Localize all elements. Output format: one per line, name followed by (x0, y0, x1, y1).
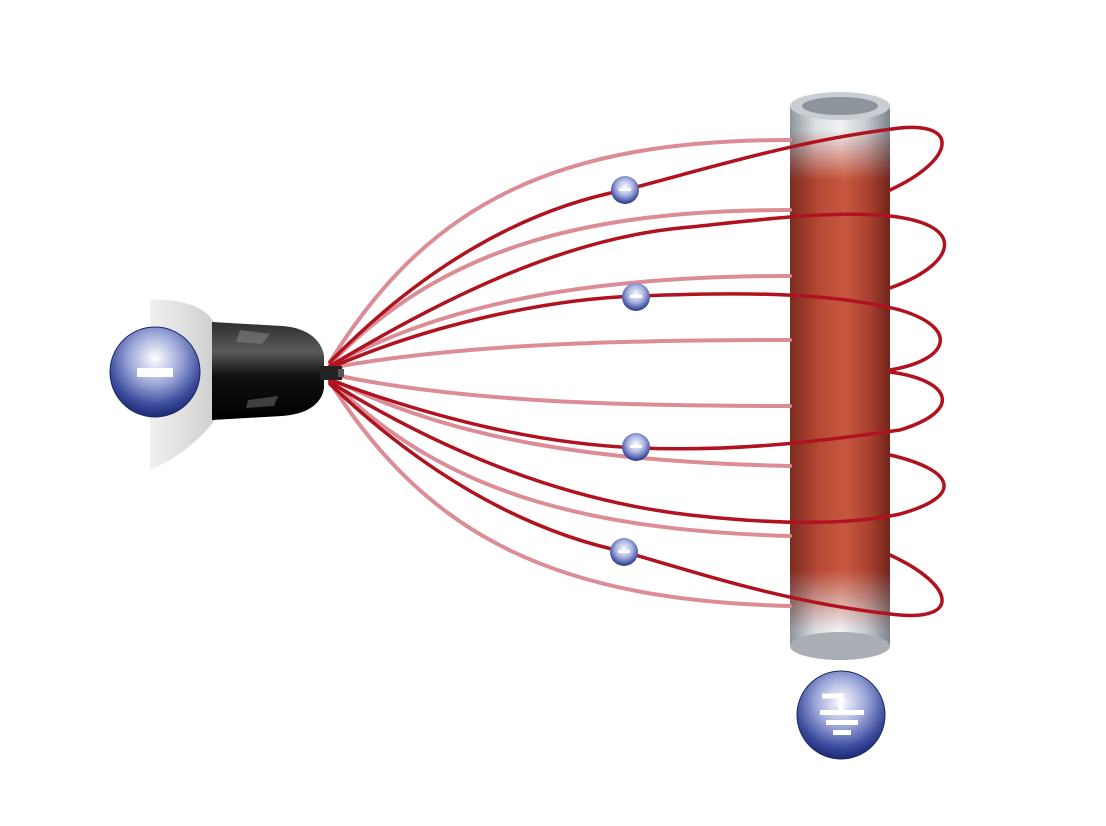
minus-sign-icon (109, 326, 201, 418)
negative-particle-icon (622, 433, 650, 461)
ground-symbol-icon (796, 670, 886, 760)
field-lines-light (328, 138, 792, 608)
field-lines-dark (328, 125, 947, 618)
negative-particle-icon (610, 538, 638, 566)
negative-particle-icon (611, 176, 639, 204)
grounded-pipe-icon (790, 92, 890, 660)
negative-particle-icon (622, 283, 650, 311)
